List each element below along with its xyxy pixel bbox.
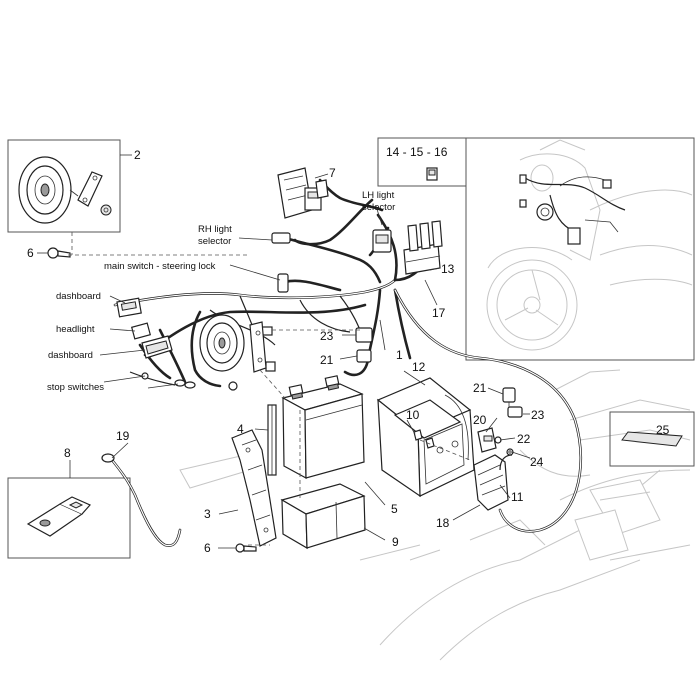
scooter-overview-drawing <box>486 139 693 351</box>
callout-8: 8 <box>64 446 71 460</box>
callout-25: 25 <box>656 423 670 437</box>
relay-part-23 <box>507 406 523 418</box>
leader-lines <box>37 173 531 549</box>
relay-block-part-13 <box>403 220 443 275</box>
callout-9: 9 <box>392 535 399 549</box>
horn-detail-box <box>7 139 132 233</box>
label-rh-light-selector-line2: selector <box>198 236 231 247</box>
callout-13: 13 <box>441 262 455 276</box>
clamp-detail-box <box>7 477 131 559</box>
voltage-regulator-part-7 <box>277 167 329 219</box>
label-stop-switches: stop switches <box>47 382 104 393</box>
horn-part-2 <box>18 156 112 224</box>
dashboard-connector-1 <box>116 297 142 318</box>
callout-7: 7 <box>329 166 336 180</box>
relay-part-21 <box>502 387 516 408</box>
callout-20: 20 <box>473 413 487 427</box>
relay-part-20 <box>477 427 497 453</box>
label-main-switch: main switch - steering lock <box>104 261 216 272</box>
label-rh-light-selector-line1: RH light <box>198 224 232 235</box>
label-lh-light-selector-line1: LH light <box>362 190 395 201</box>
stop-switch-terminals <box>141 372 196 389</box>
main-wiring-harness <box>113 178 583 533</box>
callout-6-top: 6 <box>27 246 34 260</box>
callout-numbers: 2 14 - 15 - 16 7 6 13 17 23 21 1 12 10 2… <box>27 145 670 555</box>
connector-21-top <box>356 349 372 363</box>
label-dashboard-bottom: dashboard <box>48 350 93 361</box>
callout-17: 17 <box>432 306 446 320</box>
main-switch-connector <box>277 273 289 293</box>
harness-connectors <box>116 229 392 390</box>
ground-cable-part-19 <box>101 453 182 547</box>
text-labels: LH light selector RH light selector main… <box>47 190 395 393</box>
callout-19: 19 <box>116 429 130 443</box>
callout-10: 10 <box>406 408 420 422</box>
part-25-box <box>609 411 695 467</box>
fuse-part <box>426 167 438 181</box>
callout-14-15-16: 14 - 15 - 16 <box>386 145 448 159</box>
callout-21-top: 21 <box>320 353 334 367</box>
callout-11: 11 <box>511 490 524 504</box>
scooter-overview-box <box>465 137 695 361</box>
rh-light-selector-connector <box>271 232 291 244</box>
callout-21-right: 21 <box>473 381 487 395</box>
battery-tray-part-9 <box>280 483 366 550</box>
assembly-dashed-lines <box>68 232 471 546</box>
callout-18: 18 <box>436 516 450 530</box>
callout-23-top: 23 <box>320 329 334 343</box>
lh-light-selector-connector <box>372 229 392 253</box>
bolt-small <box>228 381 238 391</box>
callout-12: 12 <box>412 360 426 374</box>
callout-22: 22 <box>517 432 531 446</box>
label-lh-light-selector-line2: selector <box>362 202 395 213</box>
clamp-part-8 <box>26 496 91 537</box>
screw-part-6-bottom <box>235 543 257 553</box>
horn-part-installed <box>199 314 267 373</box>
headlight-connector <box>130 322 152 340</box>
callout-2: 2 <box>134 148 141 162</box>
screw-part-6-top <box>47 247 71 259</box>
dashboard-connector-2 <box>141 335 173 359</box>
battery-cover-part-12 <box>376 377 475 498</box>
relay-assembly <box>477 387 523 471</box>
callout-4: 4 <box>237 422 244 436</box>
label-dashboard-top: dashboard <box>56 291 101 302</box>
battery-strap-part-4 <box>267 404 277 476</box>
chassis-outline-background <box>179 369 691 661</box>
callout-5: 5 <box>391 502 398 516</box>
battery-part-5 <box>281 375 365 480</box>
callout-23-right: 23 <box>531 408 545 422</box>
fuse-box-part-18 <box>473 454 509 511</box>
callout-3: 3 <box>204 507 211 521</box>
callout-6-bottom: 6 <box>204 541 211 555</box>
callout-24: 24 <box>530 455 544 469</box>
callout-1: 1 <box>396 348 403 362</box>
bracket-part-3 <box>231 429 277 547</box>
label-headlight: headlight <box>56 324 95 335</box>
